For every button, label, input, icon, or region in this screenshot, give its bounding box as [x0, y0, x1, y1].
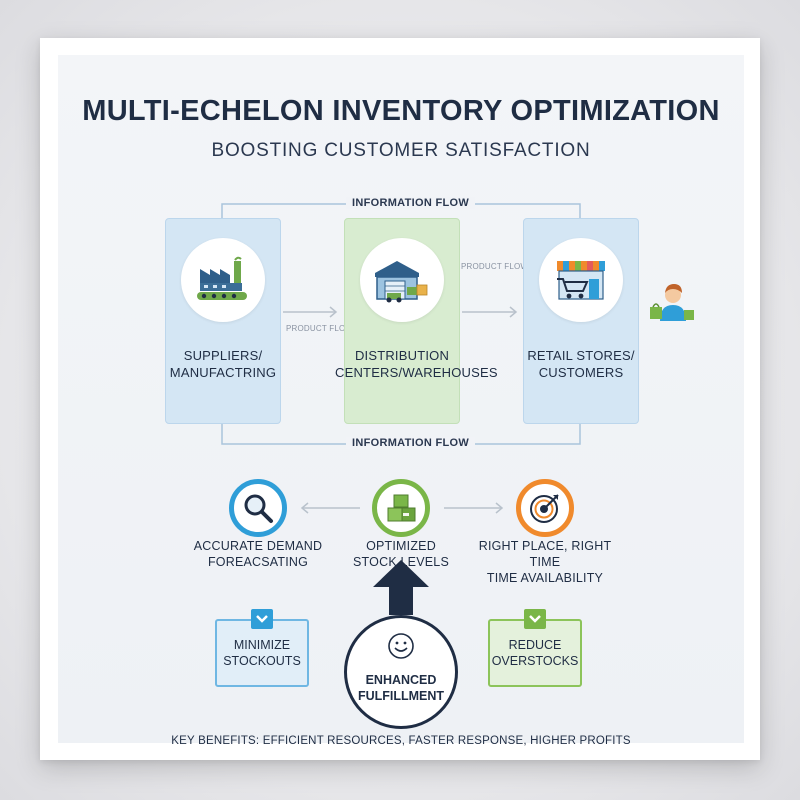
stage-retail: RETAIL STORES/ CUSTOMERS	[523, 218, 639, 424]
footer-key-benefits: KEY BENEFITS: EFFICIENT RESOURCES, FASTE…	[171, 735, 631, 747]
stage-distribution-label: DISTRIBUTION CENTERS/WAREHOUSES	[335, 348, 498, 380]
product-flow-arrow-right	[462, 306, 518, 318]
benefit-minimize-stockouts: MINIMIZE STOCKOUTS	[215, 619, 309, 687]
stage-suppliers: SUPPLIERS/ MANUFACTRING	[165, 218, 281, 424]
factory-icon	[181, 238, 265, 322]
benefit-reduce-overstocks: REDUCE OVERSTOCKS	[488, 619, 582, 687]
boxes-icon	[372, 479, 430, 537]
product-flow-right-label: PRODUCT FLOW	[461, 262, 529, 271]
page-subtitle: BOOSTING CUSTOMER SATISFACTION	[211, 140, 591, 161]
center-fulfillment-circle: ENHANCED FULFILLMENT	[344, 615, 458, 729]
pillar-forecasting-label: ACCURATE DEMAND FOREACSATING	[193, 539, 323, 569]
page-title: MULTI-ECHELON INVENTORY OPTIMIZATION	[82, 95, 720, 127]
up-arrow-icon	[373, 560, 429, 615]
product-flow-arrow-left	[283, 306, 338, 318]
pillar-availability-label: RIGHT PLACE, RIGHT TIME TIME AVAILABILIT…	[478, 539, 612, 585]
center-fulfillment-label: ENHANCED FULFILLMENT	[357, 673, 445, 703]
pillar-stock-label: OPTIMIZED STOCK LEVELS	[353, 539, 449, 569]
stage-retail-label: RETAIL STORES/ CUSTOMERS	[527, 348, 635, 380]
infographic-panel: MULTI-ECHELON INVENTORY OPTIMIZATION BOO…	[58, 55, 744, 747]
stage-suppliers-label: SUPPLIERS/ MANUFACTRING	[169, 348, 277, 380]
store-cart-icon	[539, 238, 623, 322]
pillar-arrow-right	[444, 502, 504, 514]
infographic-card: MULTI-ECHELON INVENTORY OPTIMIZATION BOO…	[40, 38, 760, 760]
smiley-icon	[388, 633, 414, 659]
stage-distribution: DISTRIBUTION CENTERS/WAREHOUSES	[335, 218, 498, 424]
warehouse-icon	[360, 238, 444, 322]
product-flow-left-label: PRODUCT FLOW	[286, 324, 354, 333]
down-arrow-icon-green	[524, 609, 546, 629]
pillar-arrow-left	[300, 502, 360, 514]
information-flow-top-label: INFORMATION FLOW	[346, 197, 476, 209]
down-arrow-icon-blue	[251, 609, 273, 629]
target-icon	[516, 479, 574, 537]
information-flow-bottom-label: INFORMATION FLOW	[346, 437, 476, 449]
magnifier-icon	[229, 479, 287, 537]
customer-icon	[650, 284, 694, 321]
